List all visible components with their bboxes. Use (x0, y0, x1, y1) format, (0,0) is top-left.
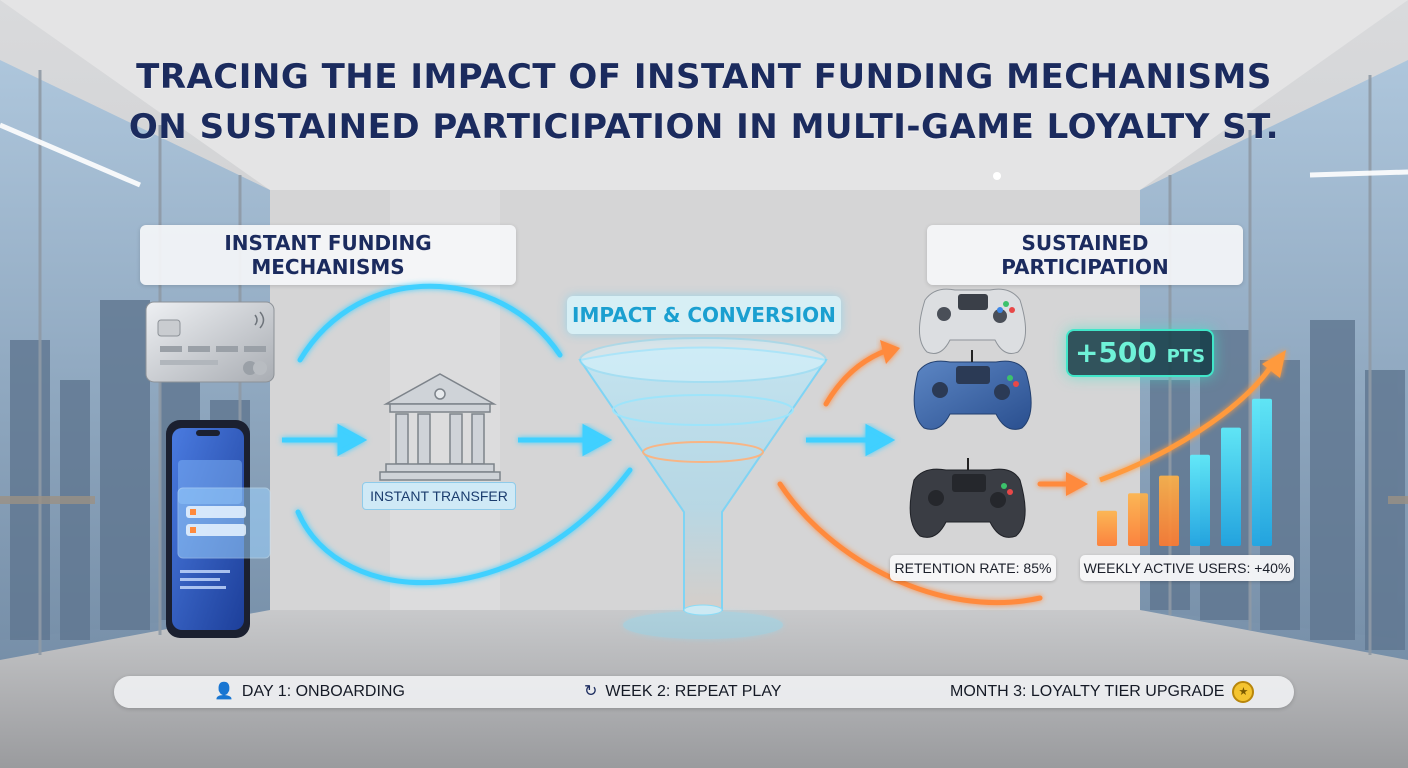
growth-bar-chart (1097, 398, 1272, 546)
credit-card-icon (145, 301, 275, 383)
timeline-label-month3: MONTH 3: LOYALTY TIER UPGRADE (950, 683, 1225, 700)
timeline-bar: 👤 DAY 1: ONBOARDING ↻ WEEK 2: REPEAT PLA… (114, 676, 1294, 708)
right-section-label: SUSTAINED PARTICIPATION (927, 225, 1243, 285)
timeline-item-day1: 👤 DAY 1: ONBOARDING (214, 676, 405, 708)
impact-conversion-label: IMPACT & CONVERSION (567, 296, 841, 334)
game-controller-white-icon (919, 288, 1026, 354)
growth-bar-2 (1128, 493, 1148, 546)
points-unit: PTS (1166, 346, 1206, 367)
arrow-head-2 (582, 423, 613, 457)
arrow-head-1 (337, 423, 368, 457)
growth-bar-6 (1252, 398, 1272, 546)
cyan-flow-arcs (295, 283, 633, 586)
timeline-label-week2: WEEK 2: REPEAT PLAY (605, 683, 782, 700)
growth-bar-5 (1221, 427, 1241, 546)
timeline-item-week2: ↻ WEEK 2: REPEAT PLAY (584, 676, 781, 708)
retention-rate-stat: RETENTION RATE: 85% (890, 555, 1056, 581)
page-title: TRACING THE IMPACT OF INSTANT FUNDING ME… (0, 52, 1408, 152)
growth-bar-3 (1159, 475, 1179, 546)
arrow-head-3 (865, 423, 896, 457)
repeat-icon: ↻ (584, 683, 598, 700)
growth-arrow-head (1262, 350, 1286, 378)
user-icon: 👤 (214, 683, 234, 700)
title-line-1: TRACING THE IMPACT OF INSTANT FUNDING ME… (136, 57, 1272, 97)
title-line-2: ON SUSTAINED PARTICIPATION IN MULTI-GAME… (128, 107, 1280, 147)
left-section-label: INSTANT FUNDING MECHANISMS (140, 225, 516, 285)
instant-transfer-label: INSTANT TRANSFER (362, 482, 516, 510)
medal-icon: ★ (1232, 681, 1255, 703)
growth-bar-1 (1097, 510, 1117, 546)
points-badge: +500 PTS (1066, 329, 1214, 377)
bank-icon (379, 373, 501, 481)
growth-arrow (1099, 366, 1273, 483)
smartphone-icon (166, 420, 271, 638)
funnel-icon (578, 337, 828, 639)
points-value: +500 (1074, 336, 1157, 369)
weekly-active-users-stat: WEEKLY ACTIVE USERS: +40% (1080, 555, 1294, 581)
growth-bar-4 (1190, 454, 1210, 546)
game-controller-black-icon (909, 457, 1026, 538)
timeline-label-day1: DAY 1: ONBOARDING (241, 683, 405, 700)
game-controller-blue-icon (913, 350, 1032, 430)
timeline-item-month3: MONTH 3: LOYALTY TIER UPGRADE ★ (950, 676, 1255, 708)
